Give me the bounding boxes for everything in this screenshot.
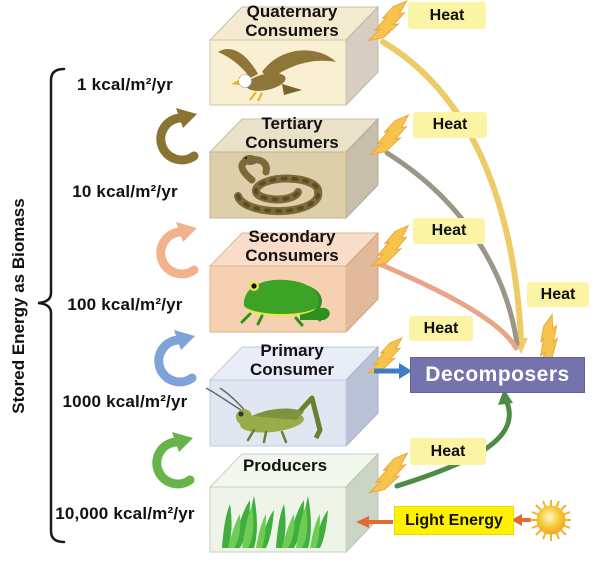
heat-label-producers: Heat — [410, 438, 486, 465]
heat-label-quaternary: Heat — [408, 2, 486, 29]
secondary-consumers-box — [208, 231, 380, 334]
secondary-heat-bolt-icon — [370, 224, 410, 267]
primary-heat-bolt-icon — [366, 336, 404, 374]
primary-consumer-label: Primary Consumer — [249, 341, 335, 379]
secondary-to-tertiary-arrow — [156, 222, 199, 279]
snake-icon — [234, 155, 323, 216]
producers-heat-bolt-icon — [368, 452, 409, 494]
heat-label-decomposers: Heat — [527, 282, 589, 307]
sun-icon — [530, 500, 571, 541]
grasshopper-icon — [205, 387, 323, 444]
tertiary-to-quaternary-arrow — [156, 108, 199, 165]
quaternary-consumers-label: Quaternary Consumers — [245, 2, 339, 40]
energy-label-quaternary: 1 kcal/m²/yr — [77, 75, 173, 94]
tertiary-heat-bolt-icon — [369, 114, 410, 156]
heat-label-tertiary: Heat — [413, 112, 487, 138]
eagle-icon — [218, 48, 336, 102]
quaternary-heat-bolt-icon — [367, 0, 408, 42]
heat-label-secondary: Heat — [413, 218, 485, 244]
producers-label: Producers — [242, 456, 328, 475]
energy-label-tertiary: 10 kcal/m²/yr — [72, 182, 178, 201]
light-energy-box: Light Energy — [394, 506, 514, 535]
frog-icon — [240, 279, 330, 327]
quaternary-to-decomposers-arrow — [380, 39, 528, 354]
grass-icon — [222, 496, 328, 548]
tertiary-to-decomposers-arrow — [384, 150, 520, 347]
quaternary-consumers-box — [208, 5, 380, 107]
energy-label-producers: 10,000 kcal/m²/yr — [55, 504, 195, 523]
secondary-consumers-label: Secondary Consumers — [245, 227, 339, 265]
decomposers-heat-bolt-icon — [539, 313, 559, 370]
energy-label-secondary: 100 kcal/m²/yr — [67, 295, 183, 314]
sun-to-light-energy-arrow — [511, 514, 531, 526]
producers-box — [208, 452, 380, 554]
decomposers-box: Decomposers — [410, 357, 585, 393]
producers-to-decomposers-arrow — [394, 389, 513, 489]
primary-to-decomposers-arrow — [374, 363, 412, 379]
biomass-brace — [37, 67, 66, 544]
tertiary-consumers-box — [208, 117, 380, 220]
primary-to-secondary-arrow — [154, 330, 197, 387]
light-energy-to-producers-arrow — [356, 516, 393, 528]
energy-label-primary: 1000 kcal/m²/yr — [62, 392, 188, 411]
heat-label-primary: Heat — [409, 316, 473, 341]
tertiary-consumers-label: Tertiary Consumers — [245, 114, 339, 152]
axis-title: Stored Energy as Biomass — [9, 198, 28, 414]
producers-to-primary-arrow — [152, 432, 195, 489]
secondary-to-decomposers-arrow — [374, 260, 519, 351]
